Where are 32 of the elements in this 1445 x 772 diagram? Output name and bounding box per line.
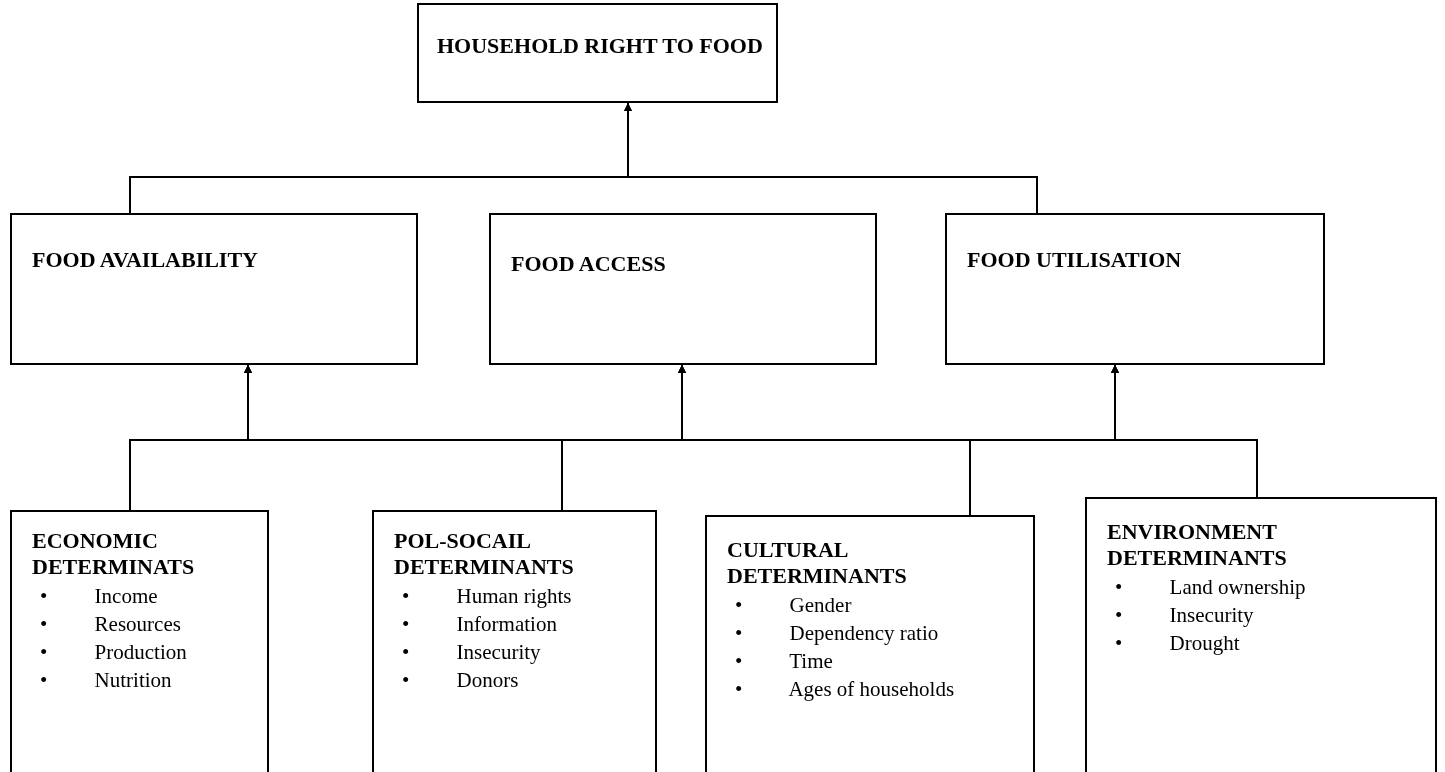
box-heading: ECONOMIC DETERMINATS <box>32 528 196 580</box>
list-item: • Drought <box>1115 630 1241 657</box>
list-item: • Donors <box>402 667 520 694</box>
box-heading: CULTURAL DETERMINANTS <box>727 537 908 589</box>
list-item: • Land ownership <box>1115 574 1307 601</box>
list-item: • Ages of households <box>735 676 956 703</box>
list-item: • Insecurity <box>402 639 542 666</box>
box-heading: FOOD UTILISATION <box>967 247 1183 273</box>
box-heading: FOOD ACCESS <box>511 251 667 277</box>
list-item: • Dependency ratio <box>735 620 940 647</box>
box-heading: POL-SOCAIL DETERMINANTS <box>394 528 575 580</box>
connector-arrow <box>1111 364 1258 498</box>
connector-arrow <box>624 102 1038 214</box>
list-item: • Time <box>735 648 834 675</box>
text-box <box>10 213 418 365</box>
text-box <box>417 3 778 103</box>
box-heading: ENVIRONMENT DETERMINANTS <box>1107 519 1288 571</box>
list-item: • Gender <box>735 592 853 619</box>
text-box <box>1085 497 1437 772</box>
text-box <box>945 213 1325 365</box>
list-item: • Resources <box>40 611 182 638</box>
list-item: • Nutrition <box>40 667 173 694</box>
text-box <box>10 510 269 772</box>
list-item: • Human rights <box>402 583 573 610</box>
box-heading: FOOD AVAILABILITY <box>32 247 259 273</box>
text-box <box>372 510 657 772</box>
list-item: • Production <box>40 639 188 666</box>
text-box <box>705 515 1035 772</box>
text-box <box>489 213 877 365</box>
list-item: • Insecurity <box>1115 602 1255 629</box>
list-item: • Income <box>40 583 159 610</box>
list-item: • Information <box>402 611 558 638</box>
